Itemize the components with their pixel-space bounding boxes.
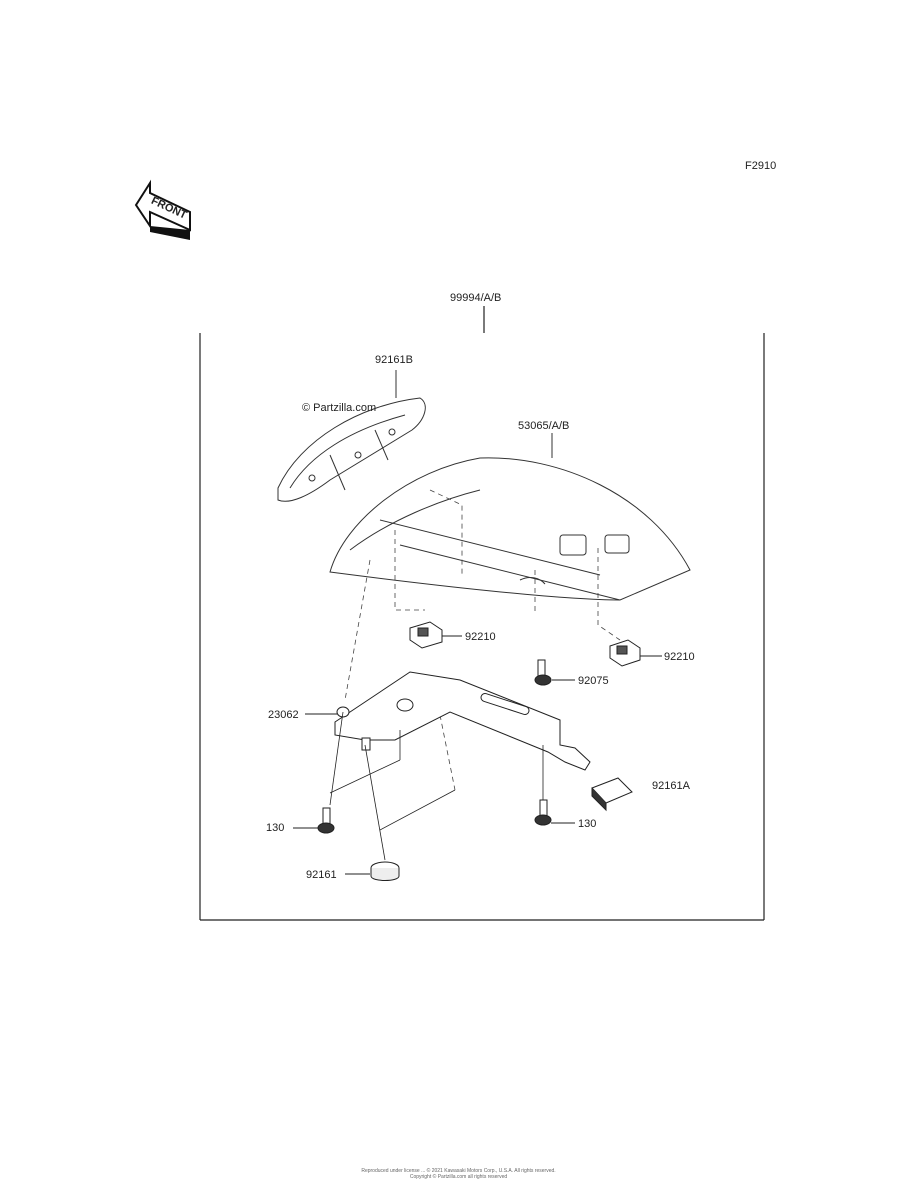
seat-cover-dashed-guides [344,489,621,791]
figure-code: F2910 [745,160,777,172]
screw-part [534,659,575,686]
label-bracket: 23062 [268,709,299,721]
label-cover-top: 92161B [375,354,413,366]
label-damper: 92161 [306,869,337,881]
bracket-part [305,671,591,771]
bolt-right-part [534,799,575,826]
watermark: © Partzilla.com [302,402,376,414]
bolt-left-part [293,807,335,834]
seat-cover-part [329,433,691,601]
footer-line-2: Copyright © Partzilla.com all rights res… [409,1174,508,1180]
front-arrow-icon: FRONT [134,179,191,240]
label-seat-cover: 53065/A/B [518,420,569,432]
clip-left-part [409,621,462,649]
footer-line-1: Reproduced under license ... © 2021 Kawa… [361,1168,556,1174]
kit-frame [199,306,765,921]
label-screw: 92075 [578,675,609,687]
pad-right-part [591,777,633,812]
clip-right-part [609,639,662,667]
assembly-lines [329,711,544,861]
label-bolt-right: 130 [578,818,596,830]
label-clip-left: 92210 [465,631,496,643]
footer-copyright: Reproduced under license ... © 2021 Kawa… [0,1168,917,1180]
label-pad-right: 92161A [652,780,691,792]
damper-part [345,861,400,881]
label-kit: 99994/A/B [450,292,501,304]
label-clip-right: 92210 [664,651,695,663]
cover-top-part [277,370,426,502]
label-bolt-left: 130 [266,822,284,834]
